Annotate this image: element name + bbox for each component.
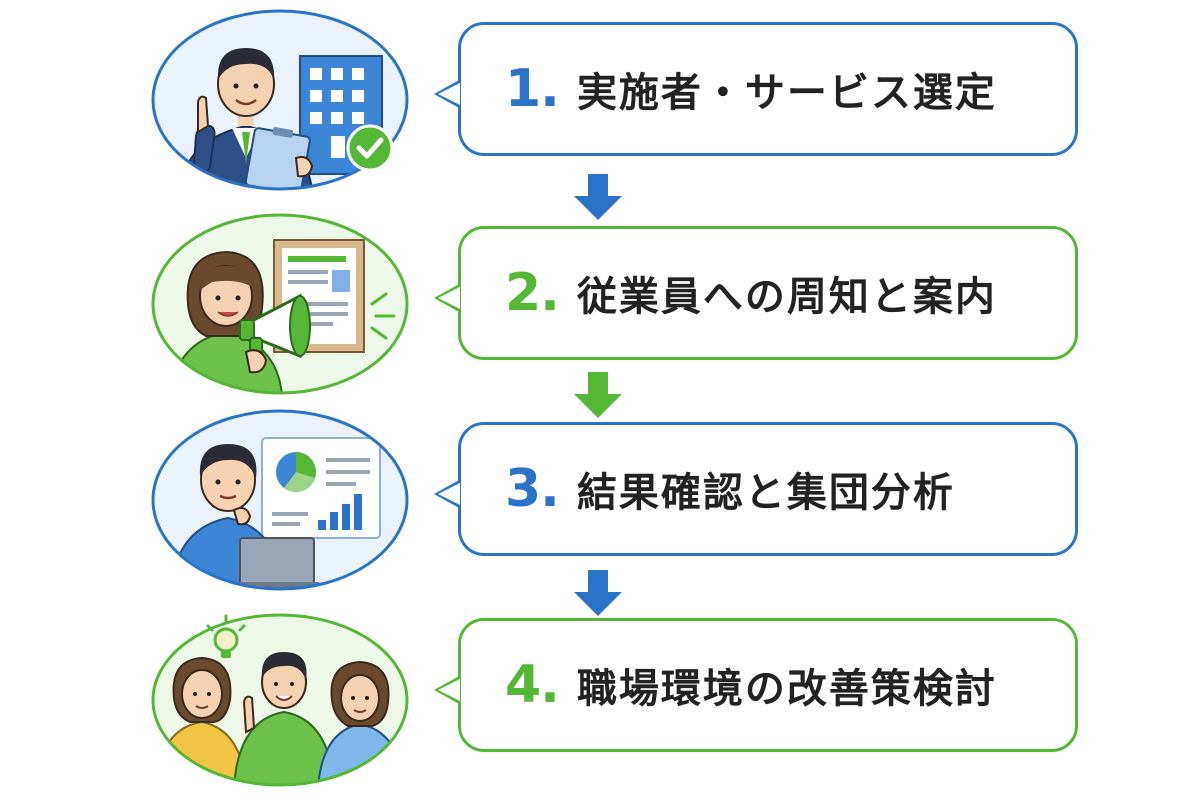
arrow-down-3 bbox=[568, 568, 628, 618]
step-1: 1. 実施者・サービス選定 bbox=[0, 0, 1200, 200]
step-2-label: 従業員への周知と案内 bbox=[576, 274, 997, 320]
chart-panel-icon bbox=[261, 437, 381, 539]
lightbulb-icon bbox=[206, 614, 246, 658]
megaphone-icon bbox=[239, 293, 311, 361]
bubble-tail bbox=[434, 675, 461, 705]
step-4-bubble: 4. 職場環境の改善策検討 bbox=[434, 618, 1078, 752]
illustration-man-laptop bbox=[150, 408, 410, 592]
step-2-number: 2. bbox=[505, 263, 560, 323]
step-3-label: 結果確認と集団分析 bbox=[576, 470, 955, 516]
notice-board-icon bbox=[273, 239, 365, 353]
step-2-bubble: 2. 従業員への周知と案内 bbox=[434, 226, 1078, 360]
arrow-down-icon bbox=[574, 174, 622, 220]
step-3: 3. 結果確認と集団分析 bbox=[0, 400, 1200, 600]
step-3-number: 3. bbox=[505, 459, 560, 519]
arrow-down-2 bbox=[568, 370, 628, 420]
step-1-number: 1. bbox=[505, 59, 560, 119]
step-3-bubble: 3. 結果確認と集団分析 bbox=[434, 422, 1078, 556]
arrow-down-icon bbox=[574, 570, 622, 616]
sound-lines-icon bbox=[370, 292, 396, 340]
illustration-businessman bbox=[150, 8, 410, 192]
bubble-tail bbox=[434, 283, 461, 313]
step-4: 4. 職場環境の改善策検討 bbox=[0, 596, 1200, 796]
check-icon bbox=[346, 124, 394, 172]
step-1-bubble: 1. 実施者・サービス選定 bbox=[434, 22, 1078, 156]
illustration-woman-megaphone bbox=[150, 212, 410, 396]
step-4-label: 職場環境の改善策検討 bbox=[576, 666, 997, 712]
illustration-team-meeting bbox=[150, 604, 410, 788]
arrow-down-icon bbox=[574, 372, 622, 418]
bubble-tail bbox=[434, 79, 461, 109]
step-2: 2. 従業員への周知と案内 bbox=[0, 204, 1200, 404]
step-1-label: 実施者・サービス選定 bbox=[576, 70, 997, 116]
arrow-down-1 bbox=[568, 172, 628, 222]
laptop-icon bbox=[234, 537, 320, 589]
step-4-number: 4. bbox=[505, 655, 560, 715]
bubble-tail bbox=[434, 479, 461, 509]
